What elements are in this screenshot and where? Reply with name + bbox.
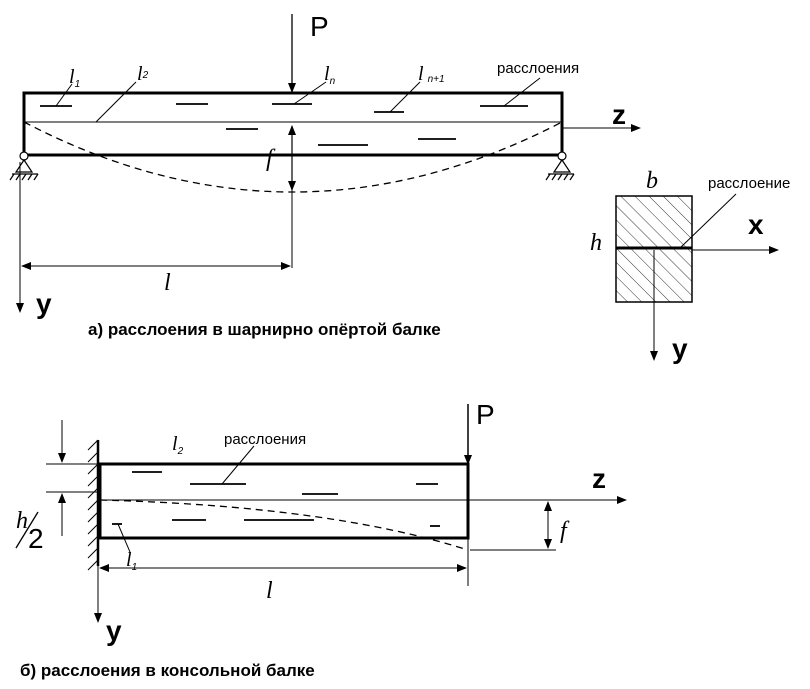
- section-height-label: h: [590, 230, 602, 256]
- pin-support-right: [545, 151, 575, 181]
- label-delaminations-bottom: расслоения: [224, 431, 306, 448]
- deflection-curve: [23, 121, 563, 193]
- length-label-top: l: [164, 270, 171, 296]
- wall-hatching: [87, 439, 99, 571]
- axis-x-section: x: [748, 209, 764, 240]
- caption-bottom: б) расслоения в консольной балке: [20, 661, 315, 680]
- axis-y-bottom: y: [106, 615, 122, 646]
- delaminations-top: [40, 103, 528, 146]
- half-height-num: h: [16, 508, 28, 534]
- label-l2-bottom: l2: [172, 433, 184, 457]
- axis-y-top: y: [36, 288, 52, 319]
- half-height-den: 2: [28, 523, 44, 554]
- label-ln: ln: [324, 63, 336, 87]
- force-label-bottom: P: [476, 399, 495, 430]
- axis-z-bottom: z: [592, 463, 606, 494]
- deflection-curve-bottom: [99, 499, 469, 551]
- leader-delam-bottom: [221, 445, 255, 485]
- beam-bottom: [98, 462, 470, 540]
- label-l1-bottom: l1: [126, 549, 137, 573]
- leader-l1-bottom: [117, 523, 131, 553]
- length-label-bottom: l: [266, 578, 273, 604]
- pin-support-left: [9, 151, 39, 181]
- section-delam-label: расслоение: [708, 175, 790, 192]
- label-delaminations-top: расслоения: [497, 60, 579, 77]
- half-height-slash: [15, 511, 39, 549]
- cantilever-beam: l2 l1 расслоения P f h 2 l z y б) рассло…: [15, 399, 627, 680]
- label-l2: l2: [137, 63, 149, 85]
- beam-top: [22, 91, 564, 157]
- label-l1: l1: [69, 66, 80, 90]
- caption-top: а) расслоения в шарнирно опёртой балке: [88, 320, 441, 339]
- leaders-top: [55, 77, 541, 123]
- axis-z-top: z: [612, 99, 626, 130]
- deflection-label-bottom: f: [560, 518, 570, 544]
- cross-section: b h x y расслоение: [590, 168, 790, 364]
- axis-y-section: y: [672, 333, 688, 364]
- force-label-top: P: [310, 11, 329, 42]
- section-width-label: b: [646, 168, 658, 194]
- deflection-label-top: f: [266, 146, 276, 172]
- delaminations-bottom: [112, 471, 440, 527]
- section-leader: [679, 193, 737, 249]
